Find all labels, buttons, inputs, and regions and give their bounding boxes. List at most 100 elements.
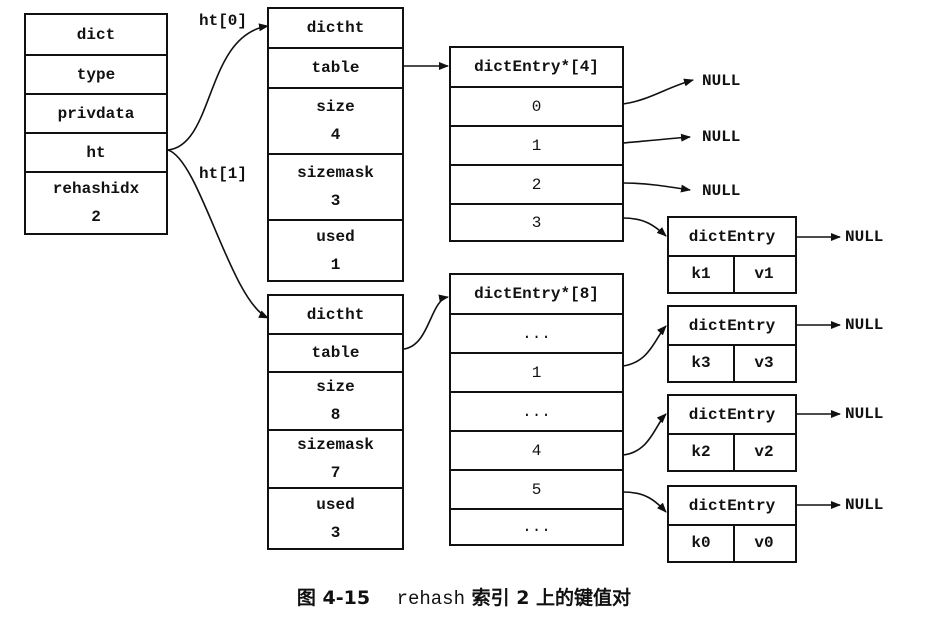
ht1-size: size 8 [269,371,402,429]
ht0-slot: 3 [451,203,622,240]
dict-entry-k2: dictEntry k2 v2 [667,394,797,472]
field-label: size [316,378,355,396]
null-slot2: NULL [702,182,741,200]
arrow-ht0 [167,23,269,151]
field-value: 3 [330,523,341,542]
dict-struct: dict type privdata ht rehashidx 2 [24,13,168,235]
null-slot0: NULL [702,72,741,90]
field-label: used [316,495,355,514]
dict-entry-k0: dictEntry k0 v0 [667,485,797,563]
slot-index: ... [522,402,551,421]
field-label: privdata [57,104,135,123]
null-slot1: NULL [702,128,741,146]
slot-index: 1 [531,136,542,155]
ht0-slot: 0 [451,86,622,125]
slot-index: 0 [531,97,542,116]
dict-entry-k3: dictEntry k3 v3 [667,305,797,383]
ht0-array-title: dictEntry*[4] [451,48,622,86]
entry-value: v3 [754,353,774,372]
ht1-array-title: dictEntry*[8] [451,275,622,313]
ht1-slot: ... [451,391,622,430]
slot-index: 3 [531,213,542,232]
entry-title: dictEntry [669,307,795,346]
arrow-slot3-entry [622,217,667,237]
field-label: used [316,227,355,246]
dict-field-rehashidx: rehashidx 2 [26,171,166,233]
dict-title-text: dict [76,25,116,44]
field-label: table [311,59,360,77]
figure-caption: 图 4-15 rehash 索引 2 上的键值对 [0,583,928,610]
ht1-slot: ... [451,508,622,544]
field-value: 1 [330,255,341,274]
arrow-ht1-slot5-entry [622,491,667,513]
null-entry-k0: NULL [845,496,884,514]
slot-index: 1 [531,363,542,382]
ht1-title: dictht [269,296,402,333]
slot-index: 5 [531,480,542,499]
field-value: 2 [91,208,101,226]
ht1-array: dictEntry*[8] ... 1 ... 4 5 ... [449,273,624,546]
null-entry-k1: NULL [845,228,884,246]
entry-title: dictEntry [669,487,795,526]
ht1-table: table [269,333,402,371]
dict-field-ht: ht [26,132,166,171]
dict-field-privdata: privdata [26,93,166,132]
entry-value: v2 [754,442,774,461]
field-value: 7 [330,464,341,482]
slot-index: ... [522,324,551,343]
arrow-ht1-slot1-entry [622,325,667,367]
entry-value: v1 [754,264,774,283]
title-text: dictht [306,19,365,37]
entry-key: k3 [669,344,735,381]
arrow-ht1-slot4-entry [622,413,667,456]
field-label: rehashidx [52,180,140,198]
ht0-slot: 2 [451,164,622,203]
caption-suffix: 索引 2 上的键值对 [471,587,632,609]
field-label: size [316,98,355,116]
null-entry-k3: NULL [845,316,884,334]
entry-title: dictEntry [669,218,795,257]
field-value: 4 [330,126,341,144]
field-label: table [311,344,360,362]
label-ht0: ht[0] [199,12,248,30]
ht0-array: dictEntry*[4] 0 1 2 3 [449,46,624,242]
arrow-ht1 [167,149,269,319]
ht1-dictht: dictht table size 8 sizemask 7 used 3 [267,294,404,550]
entry-key: k0 [669,524,735,561]
ht1-slot: 5 [451,469,622,508]
caption-code: rehash [396,588,465,610]
arrow-ht1-table [403,294,449,350]
ht1-sizemask: sizemask 7 [269,429,402,487]
field-label: type [76,65,116,84]
slot-index: ... [522,518,551,536]
entry-title: dictEntry [669,396,795,435]
slot-index: 2 [531,175,542,194]
ht1-slot: 1 [451,352,622,391]
ht0-table: table [269,47,402,87]
entry-key: k1 [669,255,735,292]
title-text: dictht [306,305,365,324]
field-value: 8 [330,406,341,424]
field-label: sizemask [297,436,374,454]
title-text: dictEntry*[4] [474,58,599,76]
slot-index: 4 [531,441,542,460]
entry-value: v0 [754,533,774,552]
dict-title: dict [26,15,166,54]
null-entry-k2: NULL [845,405,884,423]
dict-entry-k1: dictEntry k1 v1 [667,216,797,294]
ht0-title: dictht [269,9,402,47]
ht1-used: used 3 [269,487,402,548]
ht1-slot: ... [451,313,622,352]
entry-key: k2 [669,433,735,470]
label-ht1: ht[1] [199,165,248,183]
ht0-size: size 4 [269,87,402,153]
field-label: sizemask [297,164,374,182]
ht0-used: used 1 [269,219,402,280]
ht0-slot: 1 [451,125,622,164]
ht1-slot: 4 [451,430,622,469]
arrow-slot1-null [622,133,691,144]
arrow-slot2-null [622,182,691,193]
